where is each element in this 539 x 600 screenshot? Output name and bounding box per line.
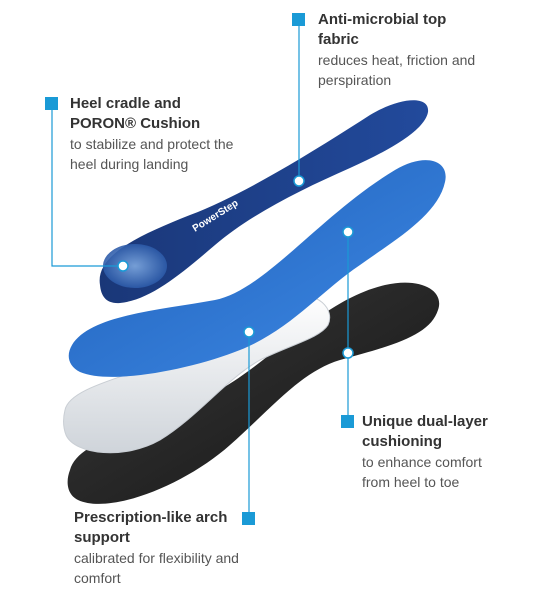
- heel-cushion: [103, 244, 167, 288]
- callout-top-fabric-desc: reduces heat, friction and perspiration: [318, 52, 476, 88]
- callout-heel-title-1: Heel cradle and: [70, 95, 181, 112]
- callout-marker-heel: [45, 97, 58, 110]
- marker-heel: [117, 260, 129, 272]
- marker-cushion: [342, 226, 354, 238]
- callout-top-fabric-title: Anti-microbial top fabric: [318, 11, 447, 48]
- callout-marker-dual-layer: [341, 415, 354, 428]
- callout-heel-title-2: PORON® Cushion: [70, 115, 201, 132]
- callout-top-fabric: Anti-microbial top fabric reduces heat, …: [318, 10, 488, 90]
- callout-arch-desc: calibrated for flexibility and comfort: [74, 550, 239, 586]
- marker-cushion-lower: [342, 347, 354, 359]
- callout-dual-layer: Unique dual-layer cushioning to enhance …: [362, 412, 512, 492]
- marker-arch: [243, 326, 255, 338]
- callout-dual-layer-title: Unique dual-layer cushioning: [362, 413, 488, 450]
- top-fabric-layer: [99, 100, 429, 304]
- cushion-layer: [68, 160, 446, 377]
- base-layer: [67, 282, 440, 504]
- callout-arch: Prescription-like arch support calibrate…: [74, 508, 239, 588]
- callout-heel: Heel cradle and PORON® Cushion to stabil…: [70, 94, 245, 174]
- leader-heel: [51, 106, 123, 267]
- callout-marker-top-fabric: [292, 13, 305, 26]
- callout-dual-layer-desc: to enhance comfort from heel to toe: [362, 454, 482, 490]
- callout-heel-desc: to stabilize and protect the heel during…: [70, 136, 234, 172]
- callout-arch-title: Prescription-like arch support: [74, 509, 228, 546]
- marker-top-fabric: [293, 175, 305, 187]
- callout-marker-arch: [242, 512, 255, 525]
